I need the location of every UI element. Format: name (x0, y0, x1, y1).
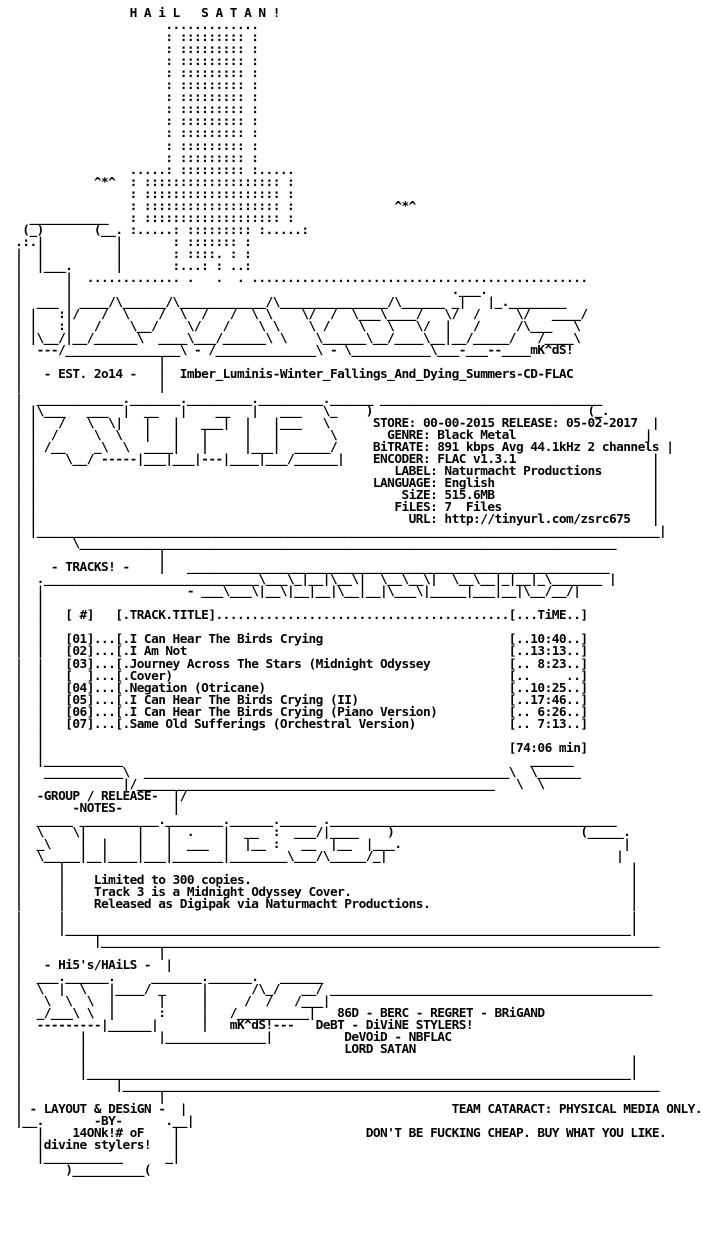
nfo-line: | | - ___\___\|__\|__|__|\__|__|\___\|__… (8, 584, 581, 600)
nfo-line: : ::::::::: : (8, 66, 259, 82)
nfo-line: | |_____________________________________… (8, 1078, 660, 1094)
nfo-line: | | |______________| DeVOiD - NBFLAC (8, 1029, 452, 1045)
nfo-line: | | [07]...[.Same Old Sufferings (Orches… (8, 716, 588, 732)
nfo-line: | | (8, 596, 44, 612)
nfo-line: | -NOTES- | (8, 801, 180, 817)
nfo-text: H A i L S A T A N ! ............. : ::::… (8, 6, 702, 1178)
nfo-line: (_) (__. :.....: ::::::::: :.....: (8, 222, 309, 238)
nfo-line: | .______________________________\___\_|… (8, 572, 617, 588)
nfo-line: | | | (8, 909, 638, 925)
nfo-line: | | \__/ -----|___|___|---|____|___/____… (8, 451, 660, 467)
nfo-line: | |___________ ______ (8, 752, 574, 768)
nfo-line: | | | (8, 1054, 638, 1070)
nfo-line: | | .___. (8, 283, 488, 299)
nfo-line: | | URL: http://tinyurl.com/zsrc675 | (8, 511, 660, 527)
nfo-line: | | LANGUAGE: English | (8, 475, 660, 491)
nfo-line: : ::::::::::::::::::: : ^*^ (8, 198, 417, 214)
nfo-line: ___________ : ::::::::::::::::::: : (8, 210, 295, 226)
nfo-line: | _/___\ \ | : | /__________| 86D - BERC… (8, 1005, 545, 1021)
nfo-line: | \_____|__|____|___|_______|________\__… (8, 849, 624, 865)
nfo-line: | | [74:06 min] (8, 740, 588, 756)
nfo-line: | ---/________________\ - /_____________… (8, 343, 574, 359)
nfo-line: | ___ | ____/\______/\____________/\____… (8, 295, 567, 311)
nfo-line: | | (8, 620, 44, 636)
nfo-line: | 14ONk!# oF | DON'T BE FUCKING CHEAP. B… (8, 1126, 667, 1142)
nfo-line: | - TRACKS! - | ________________________… (8, 560, 609, 576)
nfo-line: | ___.______. _______.______. ______ (8, 969, 323, 985)
nfo-line: | | Track 3 is a Midnight Odyssey Cover.… (8, 885, 638, 901)
nfo-line: | ___________\ _________________________… (8, 764, 581, 780)
nfo-line: : ::::::::: : (8, 78, 259, 94)
nfo-line: | | | (8, 861, 638, 877)
nfo-line: | \_____________________________________… (8, 536, 617, 552)
nfo-line: | | (8, 945, 166, 961)
nfo-line: | | [02]...[.I Am Not [..13:13..] (8, 644, 588, 660)
nfo-line: : ::::::::: : (8, 114, 259, 130)
nfo-line: | | [06]...[.I Can Hear The Birds Crying… (8, 704, 588, 720)
nfo-line: | |/____________________________________… (8, 777, 545, 792)
nfo-line: : ::::::::: : (8, 54, 259, 70)
nfo-line: : ::::::::::::::::::: : (8, 186, 295, 202)
nfo-line: | - EST. 2o14 - | Imber_Luminis-Winter_F… (8, 367, 574, 383)
nfo-line: | | :| / \__/ \/ / \ \ \ / \ \ \/ | / /\… (8, 319, 581, 335)
nfo-line: | |\__/|__/______\ ____\___/______\ \ \_… (8, 331, 581, 347)
nfo-line: | | / \ \ | | | | | \ GENRE: Black Metal… (8, 427, 652, 443)
nfo-line: | | [01]...[.I Can Hear The Birds Crying… (8, 632, 588, 648)
nfo-line: : ::::::::: : (8, 102, 259, 118)
nfo-line: | | Limited to 300 copies. | (8, 873, 638, 889)
nfo-line: : ::::::::: : (8, 90, 259, 106)
nfo-line: H A i L S A T A N ! (8, 6, 281, 21)
nfo-line: | \ \| | | . | __ : ___/|____ ) (_____. (8, 825, 631, 841)
nfo-line: | | LORD SATAN (8, 1042, 416, 1058)
nfo-line: | | (8, 548, 166, 564)
nfo-line: | ____________._______._________._______… (8, 391, 602, 407)
nfo-line: | | / \ \| | | ___| | |___ \ STORE: 00-0… (8, 415, 660, 431)
nfo-line: | \ \ \ | | | / / /___| (8, 993, 330, 1009)
nfo-line: |___________ _| (8, 1150, 181, 1166)
nfo-line: | |_____________________________________… (8, 921, 638, 937)
nfo-line: | | [03]...[.Journey Across The Stars (M… (8, 656, 588, 672)
nfo-line: |__. -BY- .__| (8, 1114, 195, 1130)
nfo-line: | _____ ___________.________.______.____… (8, 813, 617, 829)
nfo-line: | | (8, 728, 44, 744)
nfo-line: | | [ ]...[.Cover) [.. ..] (8, 668, 588, 684)
nfo-line: | | ............. . . . ................… (8, 271, 588, 287)
nfo-line: | - Hi5's/HAiLS - | (8, 957, 173, 973)
nfo-line: | | [ #] [.TRACK.TITLE].................… (8, 608, 588, 624)
nfo-line: | \ | \ |____/ _ | /\_/ __/ ____________… (8, 981, 652, 997)
nfo-line: : ::::::::: : (8, 30, 259, 46)
nfo-line: | - LAYOUT & DESiGN - | TEAM CATARACT: P… (8, 1102, 702, 1118)
nfo-line: | ---------|______| | mK^dS!--- DeBT - D… (8, 1017, 474, 1033)
nfo-line: | _\ | | | | ___ | |__ : __ |__ |___. | (8, 837, 631, 853)
nfo-line: | | | : ::::. : : (8, 246, 252, 262)
nfo-line: | | /__ _\ \ ____| | |___| _____/ BiTRAT… (8, 439, 674, 455)
nfo-line: |divine stylers! | (8, 1138, 181, 1154)
nfo-line: | -GROUP / RELEASE- |/ (8, 789, 187, 805)
nfo-line: )__________( (8, 1162, 152, 1178)
nfo-line: | | Released as Digipak via Naturmacht P… (8, 897, 638, 913)
nfo-line: | |\___ ___ | __ | __ | ___ \_ ) (_. (8, 403, 609, 419)
nfo-line: | | SiZE: 515.6MB | (8, 487, 660, 503)
nfo-line: : ::::::::: : (8, 42, 259, 58)
nfo-line: .:.| | : ::::::: : (8, 234, 252, 250)
nfo-line: .....: ::::::::: :..... (8, 162, 295, 178)
nfo-line: | | [05]...[.I Can Hear The Birds Crying… (8, 692, 588, 708)
nfo-line: | |_____________________________________… (8, 933, 660, 949)
nfo-line: | | (8, 379, 166, 395)
nfo-line: ^*^ : ::::::::::::::::::: : (8, 174, 295, 190)
nfo-line: | |_____________________________________… (8, 1066, 638, 1082)
nfo-line: | |_____________________________________… (8, 524, 667, 540)
nfo-line: | | FiLES: 7 Files | (8, 499, 660, 515)
nfo-line: : ::::::::: : (8, 138, 259, 154)
nfo-line: : ::::::::: : (8, 126, 259, 142)
nfo-line: | | [04]...[.Negation (Otricane) [..10:2… (8, 680, 588, 696)
nfo-line: ............. (8, 18, 259, 34)
nfo-line: | | (8, 355, 166, 371)
nfo-line: | | LABEL: Naturmacht Productions | (8, 463, 660, 479)
nfo-line: | | (8, 1090, 166, 1106)
nfo-line: | | :|/ / \ / \ / / \ \ \/ / \___\____/ … (8, 307, 588, 323)
nfo-line: : ::::::::: : (8, 150, 259, 166)
nfo-line: | |___. | :...: : ..: (8, 258, 252, 274)
